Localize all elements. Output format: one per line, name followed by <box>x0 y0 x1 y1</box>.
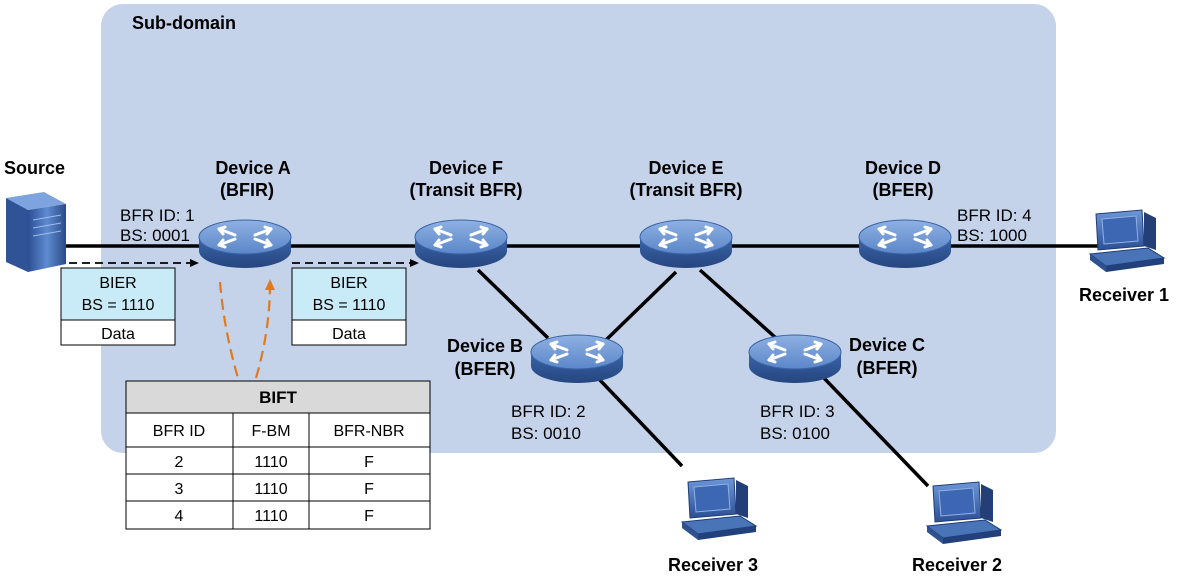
device-b-bs: BS: 0010 <box>511 424 581 443</box>
device-c-role: (BFER) <box>857 358 918 378</box>
device-a-role: (BFIR) <box>220 180 274 200</box>
bift-cell: 4 <box>175 508 184 525</box>
packet-1: BIER BS = 1110 Data <box>60 267 176 346</box>
link-b-r3 <box>596 376 684 468</box>
device-a-bs: BS: 0001 <box>120 226 190 245</box>
packet-2-bs: BS = 1110 <box>313 297 386 314</box>
device-d-name: Device D <box>865 158 941 178</box>
packet-1-bs: BS = 1110 <box>82 297 155 314</box>
device-a-router-icon <box>197 218 293 270</box>
device-c-name: Device C <box>849 335 925 355</box>
device-b-bfr-id: BFR ID: 2 <box>511 402 586 421</box>
device-c-bfr-id: BFR ID: 3 <box>760 402 835 421</box>
bift-cell: 3 <box>175 481 184 498</box>
bift-cell: 1110 <box>254 454 287 471</box>
packet-2-payload <box>291 319 407 346</box>
bift-header-row <box>125 412 431 448</box>
device-a-name: Device A <box>215 158 290 178</box>
bift-cell: 1110 <box>254 481 287 498</box>
device-f-router-icon <box>413 218 509 270</box>
link-c-r2 <box>820 374 930 488</box>
table-row <box>125 500 431 530</box>
packet-2-payload-label: Data <box>332 326 366 343</box>
packet-2-header-label: BIER <box>330 275 367 292</box>
device-d-bfr-id: BFR ID: 4 <box>957 206 1032 225</box>
bift-cell: F <box>364 481 374 498</box>
bift-table: BIFT BFR ID F-BM BFR-NBR 2 1110 F 3 1110… <box>125 380 431 530</box>
device-d-router-icon <box>857 218 953 270</box>
packet-1-payload <box>60 319 176 346</box>
link-f-b <box>476 268 550 340</box>
bift-cell: F <box>364 508 374 525</box>
network-links <box>66 244 1098 488</box>
bift-lookup-arrow-up <box>254 279 275 379</box>
bift-lookup-arrow-down <box>218 281 240 379</box>
device-b-router-icon <box>529 333 625 385</box>
packet-2: BIER BS = 1110 Data <box>291 267 407 346</box>
source-server-icon <box>6 192 66 272</box>
receiver-3-pc-icon <box>681 477 757 541</box>
packet-1-header-label: BIER <box>99 275 136 292</box>
device-e-name: Device E <box>648 158 723 178</box>
packet-1-payload-label: Data <box>101 326 135 343</box>
table-row <box>125 446 431 475</box>
table-row <box>125 473 431 502</box>
device-c-bs: BS: 0100 <box>760 424 830 443</box>
device-a-bfr-id: BFR ID: 1 <box>120 206 195 225</box>
device-e-role: (Transit BFR) <box>629 180 742 200</box>
device-d-role: (BFER) <box>873 180 934 200</box>
receiver-3-label: Receiver 3 <box>668 555 758 575</box>
device-b-name: Device B <box>447 336 523 356</box>
subdomain-label: Sub-domain <box>132 13 236 33</box>
bift-cell: 1110 <box>254 508 287 525</box>
receiver-2-label: Receiver 2 <box>912 555 1002 575</box>
device-c-router-icon <box>747 333 843 385</box>
bift-col-bfr-id: BFR ID <box>153 423 205 440</box>
device-f-role: (Transit BFR) <box>409 180 522 200</box>
bift-col-bfr-nbr: BFR-NBR <box>333 423 404 440</box>
bift-cell: F <box>364 454 374 471</box>
source-label: Source <box>4 158 65 178</box>
link-e-b <box>604 270 678 342</box>
receiver-2-pc-icon <box>926 481 1002 545</box>
receiver-1-pc-icon <box>1089 209 1165 273</box>
device-b-role: (BFER) <box>455 359 516 379</box>
device-f-name: Device F <box>429 158 503 178</box>
device-e-router-icon <box>638 218 734 270</box>
bift-cell: 2 <box>175 454 184 471</box>
bift-title: BIFT <box>259 388 297 407</box>
bift-col-f-bm: F-BM <box>251 423 290 440</box>
device-d-bs: BS: 1000 <box>957 226 1027 245</box>
receiver-1-label: Receiver 1 <box>1079 285 1169 305</box>
link-e-c <box>698 268 778 340</box>
